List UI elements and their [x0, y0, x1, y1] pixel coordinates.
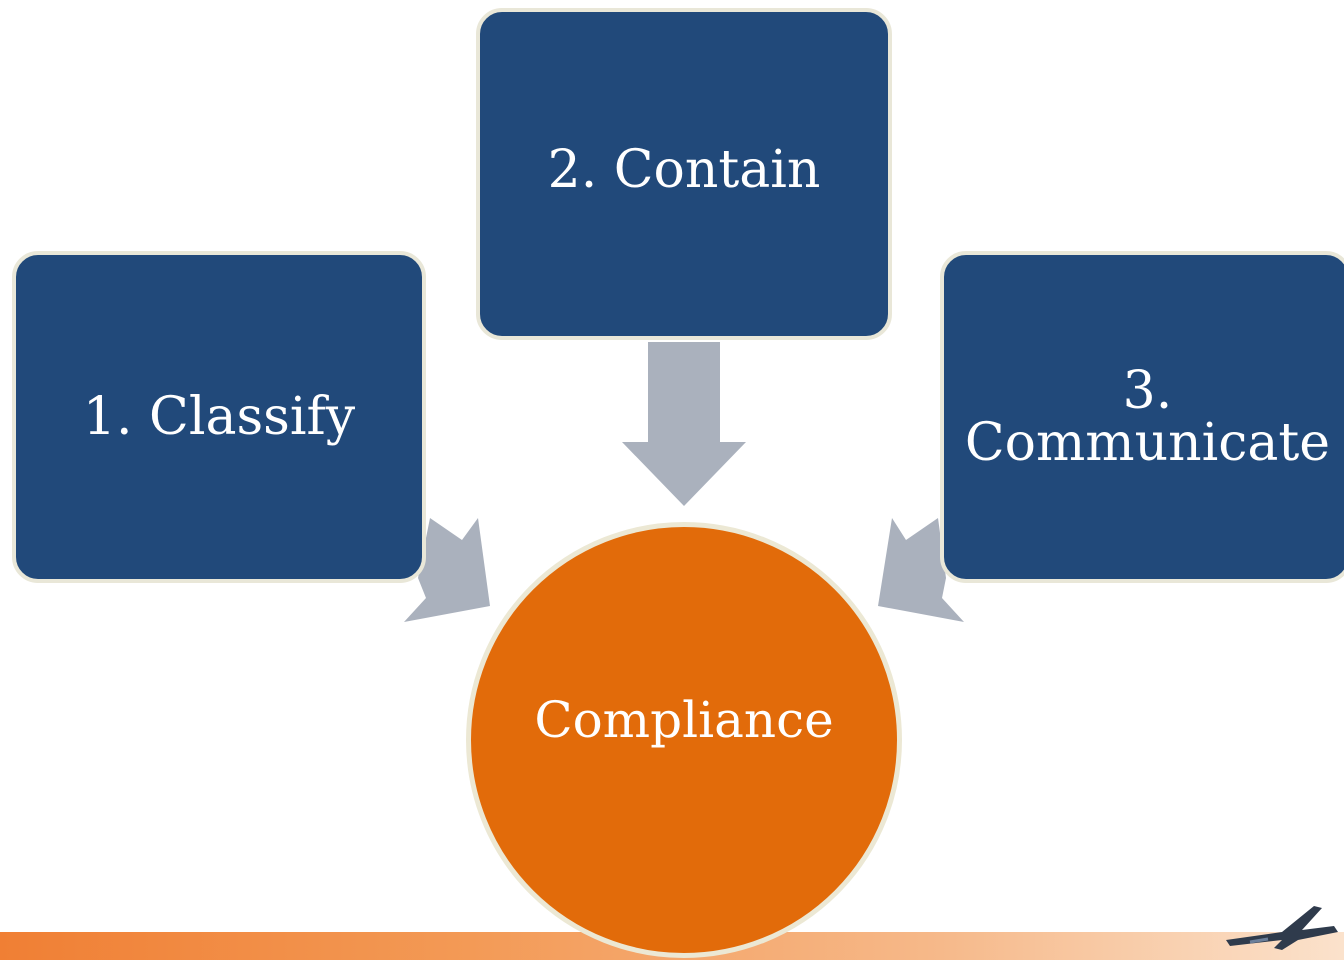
node-classify-label: 1. Classify [82, 387, 356, 447]
arrow-communicate-to-compliance [878, 518, 964, 622]
node-contain-label: 2. Contain [547, 140, 821, 200]
node-communicate: 3. Communicate [940, 251, 1344, 583]
node-classify: 1. Classify [12, 251, 426, 583]
node-compliance-label: Compliance [534, 691, 834, 749]
airplane-icon [1226, 906, 1338, 950]
node-communicate-label: 3. Communicate [965, 365, 1330, 469]
arrow-contain-to-compliance [622, 342, 746, 506]
node-communicate-label-line1: 3. [1122, 361, 1173, 421]
node-contain: 2. Contain [476, 8, 892, 340]
node-compliance: Compliance [466, 522, 902, 958]
node-communicate-label-line2: Communicate [964, 413, 1330, 473]
